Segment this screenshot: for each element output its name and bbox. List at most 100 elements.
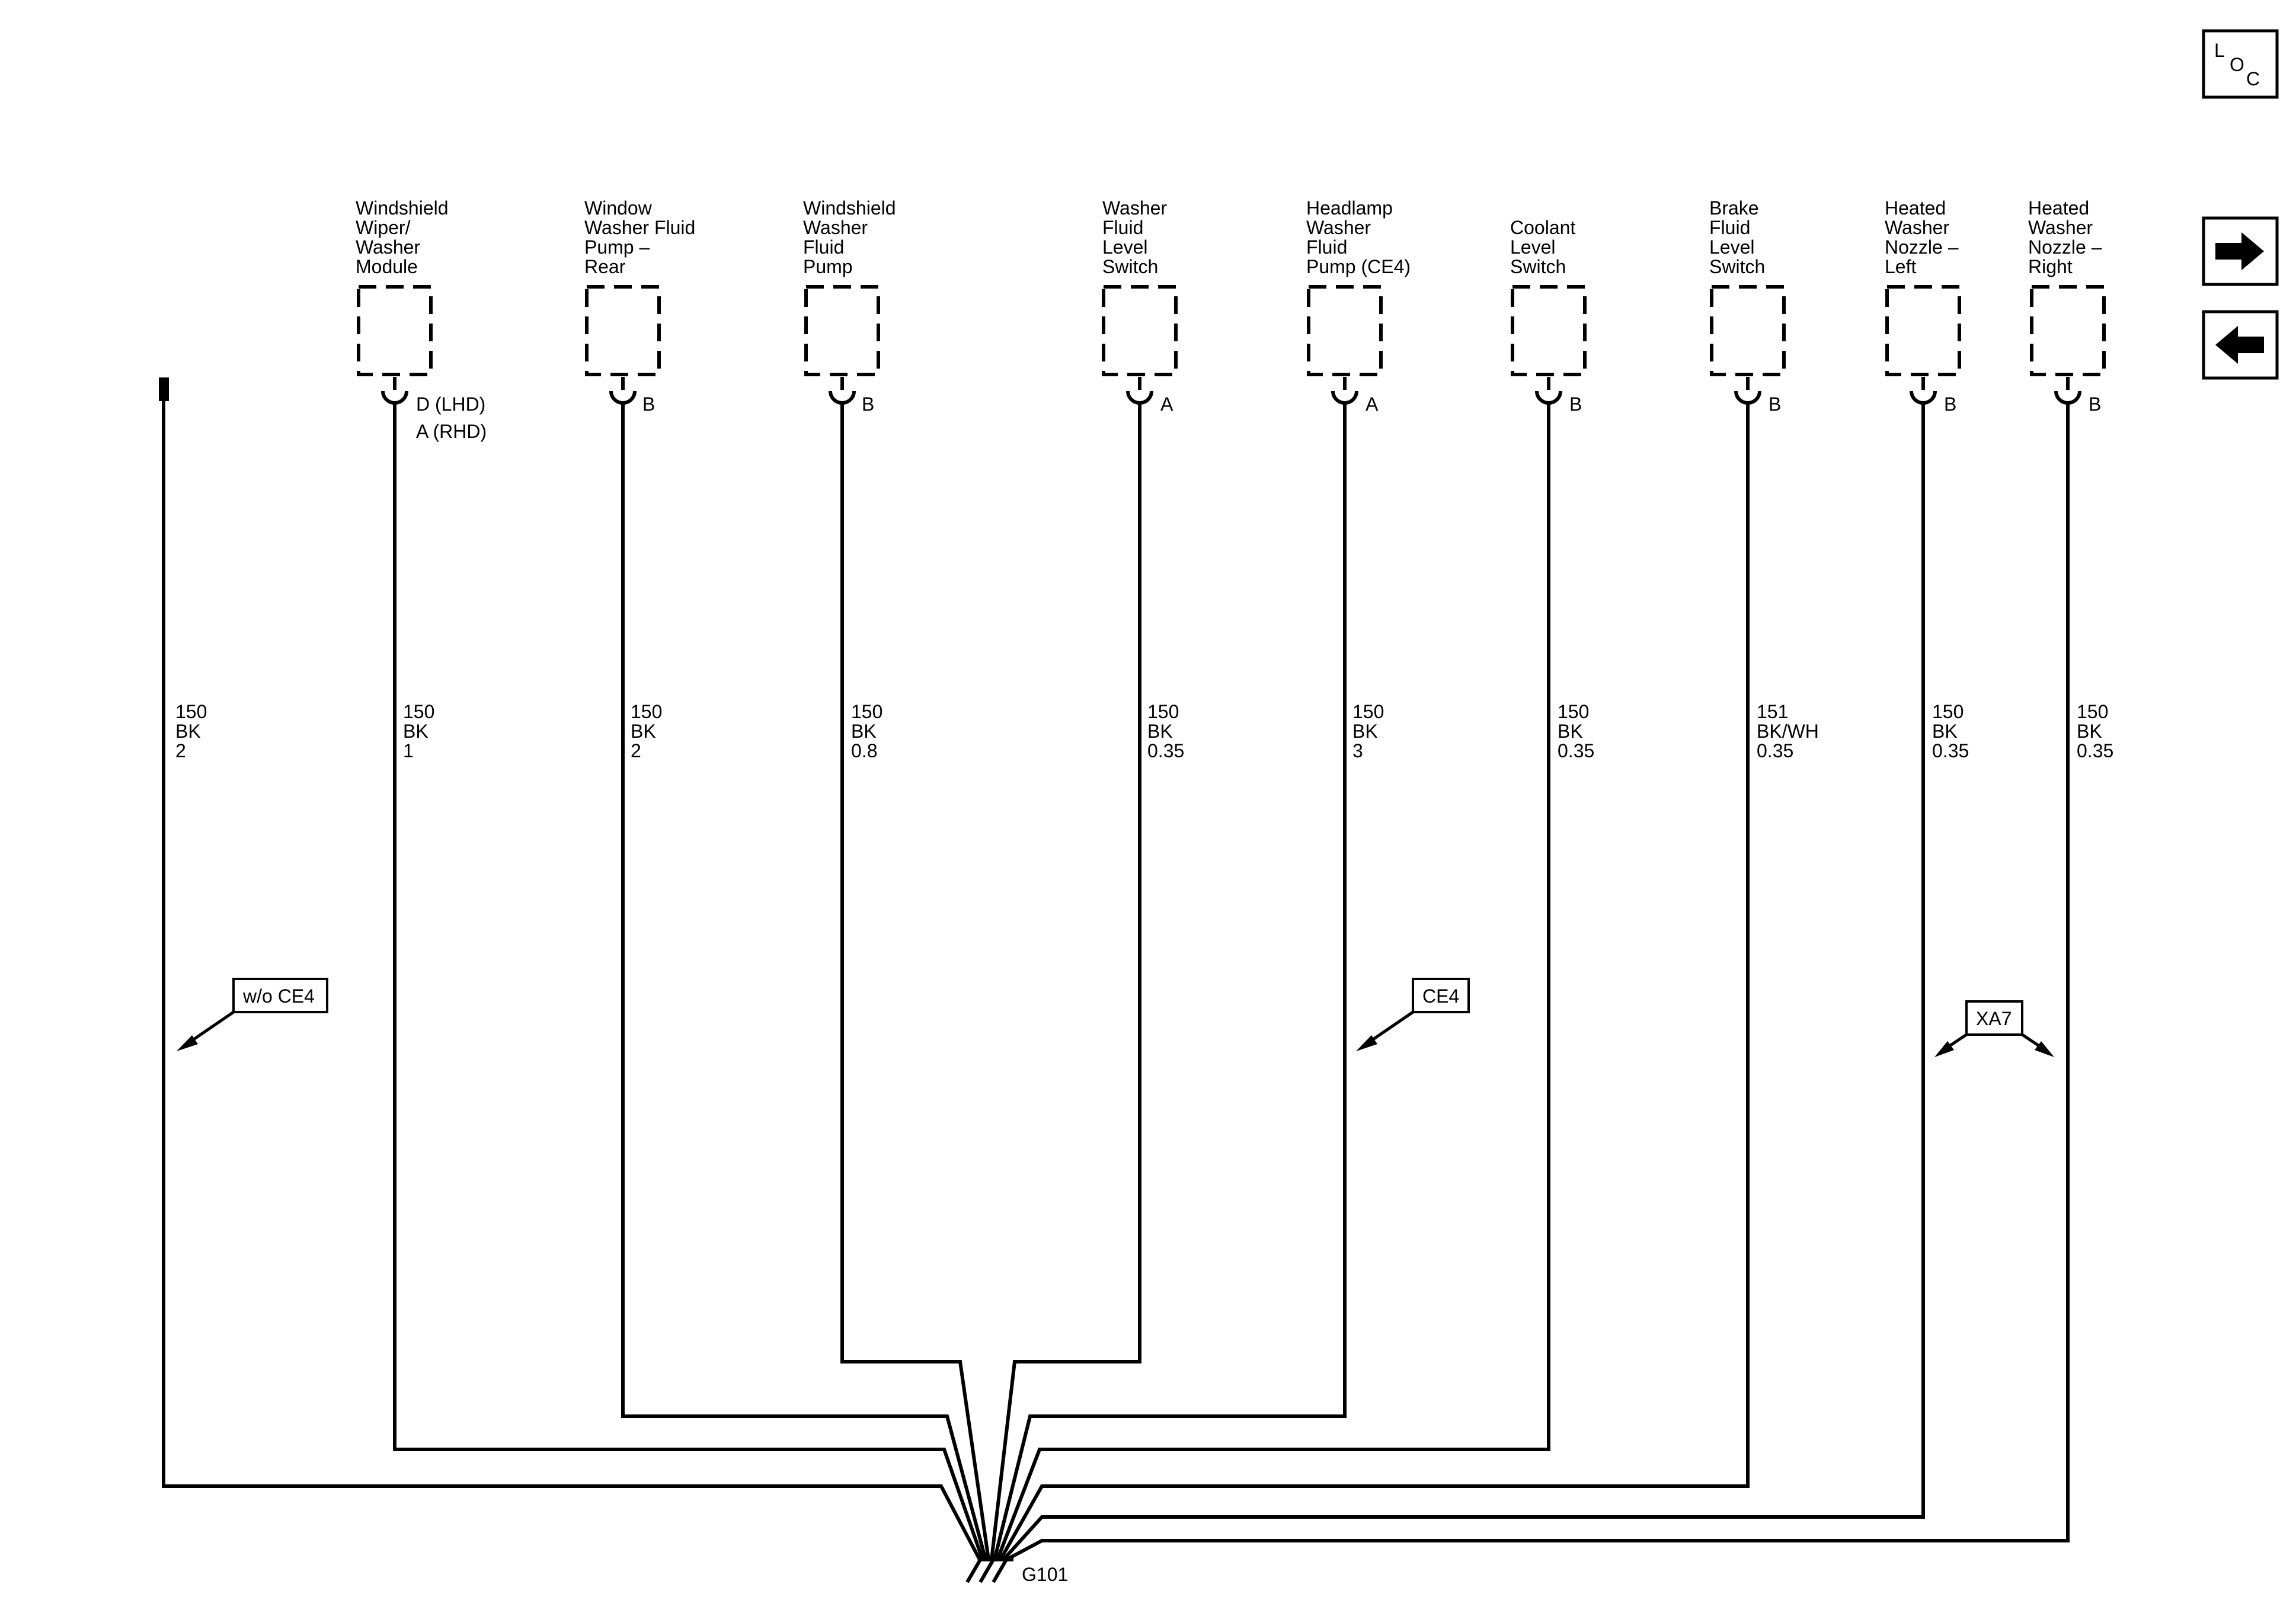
circuit-label-headlamp-washer-pump: 150 BK 3: [1352, 701, 1389, 761]
circuit-size: 1: [403, 740, 414, 761]
component-name-line: Switch: [1709, 256, 1765, 277]
circuit-number: 150: [1558, 701, 1589, 722]
next-page-button[interactable]: [2202, 216, 2279, 286]
circuit-color: BK/WH: [1757, 721, 1819, 742]
connector-pin: [1331, 377, 1358, 405]
circuit-number: 150: [175, 701, 207, 722]
connector-box: [357, 285, 433, 376]
pin-label: B: [1769, 393, 1781, 415]
component-name-line: Washer: [803, 217, 868, 238]
connector-box: [2030, 285, 2106, 376]
svg-text:Brake Fluid Level: Brake Fluid Level Switch: [1709, 197, 1765, 277]
location-view-button[interactable]: L O C: [2202, 29, 2279, 99]
loc-letter-l: L: [2214, 40, 2225, 61]
option-box: [1412, 978, 1470, 1013]
component-coolant-level-switch: Coolant Level Switch B: [1510, 217, 1587, 415]
circuit-number: 151: [1757, 701, 1788, 722]
option-box: [232, 978, 328, 1013]
component-name-line: Level: [1709, 236, 1755, 258]
circuit-label-brake-fluid-level-switch: 151 BK/WH 0.35: [1757, 701, 1824, 761]
wire-washer-pump-rear: [621, 403, 987, 1560]
circuit-size: 2: [631, 740, 641, 761]
svg-text:Windshield Wiper/: Windshield Wiper/ Washer Module: [356, 197, 453, 277]
component-name-line: Fluid: [1709, 217, 1750, 238]
connector-box: [1885, 285, 1961, 376]
component-name-line: Fluid: [803, 236, 844, 258]
arrow-left-icon: [2215, 326, 2264, 364]
pin-label: A: [1366, 393, 1379, 415]
connector-box: [1511, 285, 1587, 376]
component-washer-fluid-level-switch: Washer Fluid Level Switch A: [1102, 197, 1178, 415]
connector-box: [804, 285, 880, 376]
arrowhead-icon: [1356, 1035, 1377, 1051]
circuit-color: BK: [851, 721, 877, 742]
connector-pin: [2054, 377, 2081, 405]
component-name-line: Level: [1102, 236, 1148, 258]
circuit-number: 150: [1147, 701, 1179, 722]
loc-letter-c: C: [2246, 68, 2260, 89]
component-name-line: Rear: [584, 256, 626, 277]
component-name-line: Pump: [803, 256, 853, 277]
circuit-color: BK: [1932, 721, 1958, 742]
component-name-line: Windshield: [803, 197, 896, 219]
option-callout-ce4: CE4: [1356, 978, 1470, 1051]
svg-text:Coolant Level Swit: Coolant Level Switch: [1510, 217, 1581, 277]
circuit-size: 0.35: [1147, 740, 1184, 761]
option-label: XA7: [1976, 1008, 2012, 1029]
component-name-line: Switch: [1510, 256, 1566, 277]
circuit-number: 150: [851, 701, 882, 722]
component-heated-nozzle-right: Heated Washer Nozzle – Right B: [2028, 197, 2106, 415]
wire-windshield-washer-pump: [840, 403, 990, 1560]
wire-left-w-o-ce4: [162, 401, 981, 1561]
component-name-line: Pump (CE4): [1306, 256, 1411, 277]
connector-pin: [1734, 377, 1761, 405]
circuit-color: BK: [631, 721, 656, 742]
component-name-line: Washer: [2028, 217, 2093, 238]
previous-page-button[interactable]: [2202, 310, 2279, 380]
pin-label: B: [2089, 393, 2101, 415]
circuit-number: 150: [1352, 701, 1384, 722]
circuit-size: 3: [1352, 740, 1363, 761]
connector-pin: [1535, 377, 1562, 405]
component-name-line: Fluid: [1102, 217, 1143, 238]
option-label: CE4: [1422, 985, 1459, 1007]
svg-text:Windshield Washer: Windshield Washer Fluid Pump: [803, 197, 901, 277]
component-name-line: Window: [584, 197, 653, 219]
circuit-label-heated-nozzle-left: 150 BK 0.35: [1932, 701, 1969, 761]
connector-pin: [1126, 377, 1153, 405]
option-label: w/o CE4: [242, 985, 315, 1007]
wire-wiper-module: [393, 403, 984, 1560]
component-washer-pump-rear: Window Washer Fluid Pump – Rear B: [584, 197, 695, 415]
component-name-line: Brake: [1709, 197, 1759, 219]
circuit-size: 2: [175, 740, 186, 761]
option-callout-xa7: XA7: [1934, 1000, 2054, 1057]
svg-text:Headlamp Washer Fl: Headlamp Washer Fluid Pump (CE4): [1306, 197, 1411, 277]
wire-heated-nozzle-right: [1005, 403, 2070, 1561]
circuit-size: 0.35: [2077, 740, 2113, 761]
pin-label: A (RHD): [416, 421, 487, 442]
pin-label: B: [1569, 393, 1582, 415]
component-name-line: Heated: [1885, 197, 1946, 219]
connector-pin: [829, 377, 856, 405]
ground-icon: [965, 1558, 1013, 1583]
component-name-line: Washer: [1885, 217, 1949, 238]
pin-label: B: [1944, 393, 1956, 415]
component-name-line: Washer Fluid: [584, 217, 695, 238]
arrowhead-icon: [2035, 1041, 2054, 1057]
connector-pin: [381, 377, 408, 405]
svg-text:Heated Washer Nozz: Heated Washer Nozzle – Left: [1885, 197, 1964, 277]
wire-washer-fluid-level-switch: [990, 403, 1141, 1560]
component-name-line: Level: [1510, 236, 1556, 258]
loc-letter-o: O: [2230, 54, 2244, 75]
circuit-label-coolant-level-switch: 150 BK 0.35: [1558, 701, 1594, 761]
circuit-number: 150: [403, 701, 434, 722]
circuit-label-heated-nozzle-right: 150 BK 0.35: [2077, 701, 2113, 761]
arrowhead-icon: [1934, 1041, 1954, 1057]
circuit-label-windshield-washer-pump: 150 BK 0.8: [851, 701, 888, 761]
component-name-line: Right: [2028, 256, 2073, 277]
ground-symbol: G101: [965, 1558, 1068, 1585]
component-name-line: Washer: [356, 236, 420, 258]
component-heated-nozzle-left: Heated Washer Nozzle – Left B: [1885, 197, 1964, 415]
connector-pin: [1910, 377, 1937, 405]
option-callout-without-ce4: w/o CE4: [177, 978, 328, 1051]
